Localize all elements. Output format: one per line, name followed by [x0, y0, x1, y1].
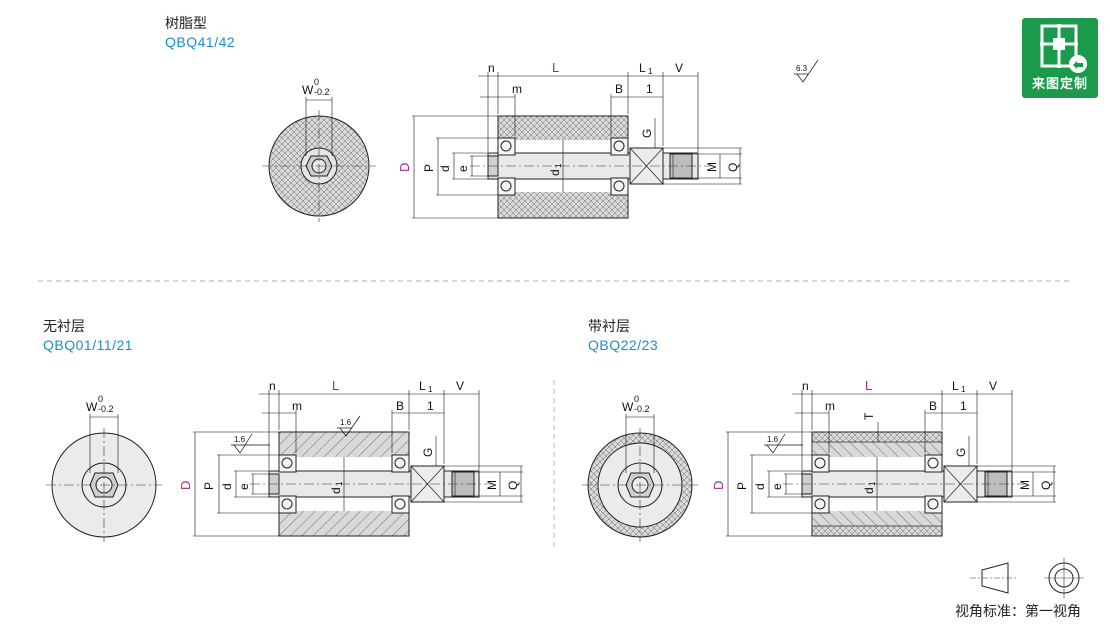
dim-B-2: B [396, 399, 404, 413]
resin-section-view [412, 72, 742, 219]
dim-d: d [438, 165, 452, 172]
dim-D-2: D [178, 481, 193, 490]
dim-L: L [552, 60, 559, 75]
lined-section-view [726, 390, 1056, 537]
no-lining-section-view [193, 390, 523, 537]
dim-B-3: B [929, 399, 937, 413]
dim-V-2: V [456, 379, 464, 393]
dim-M-2: M [485, 480, 499, 490]
dim-L1-sub-2: 1 [428, 385, 433, 394]
dim-e-2: e [237, 483, 251, 490]
dim-T: T [862, 412, 876, 420]
dim-W-sup-3: 0 [634, 394, 639, 404]
dim-G-2: G [421, 448, 435, 457]
dim-d-2: d [220, 483, 234, 490]
dim-n-3: n [802, 379, 809, 393]
dim-W-sub-3: -0.2 [634, 404, 650, 414]
dim-L1-2: L [419, 379, 426, 393]
dim-M-3: M [1018, 480, 1032, 490]
dim-d1-2: d [329, 487, 343, 494]
dim-L1-sub-3: 1 [961, 385, 966, 394]
dim-Q: Q [726, 163, 740, 172]
dim-W-sup-2: 0 [98, 394, 103, 404]
first-angle-projection-icon [970, 558, 1084, 598]
dim-V: V [675, 61, 683, 75]
dim-P: P [422, 164, 436, 172]
dim-L1-sub: 1 [648, 67, 653, 76]
dim-e-3: e [770, 483, 784, 490]
lined-end-view [582, 414, 698, 542]
dim-G-3: G [954, 448, 968, 457]
dim-B: B [615, 82, 623, 96]
dim-W: W [302, 83, 314, 97]
section-code-resin: QBQ41/42 [165, 34, 236, 50]
dim-V-3: V [989, 379, 997, 393]
dim-d1-sub: 1 [554, 163, 563, 168]
dim-m-2: m [292, 399, 302, 413]
section-title-resin: 树脂型 [165, 15, 207, 31]
dim-W-sub: -0.2 [314, 87, 330, 97]
dim-P-3: P [735, 482, 749, 490]
dim-D-3: D [711, 481, 726, 490]
dim-M: M [705, 162, 719, 172]
dim-L-3: L [865, 378, 872, 393]
dim-D: D [397, 163, 412, 172]
blueprint-icon [1040, 24, 1087, 73]
dim-W-2: W [86, 400, 98, 414]
section-code-lined: QBQ22/23 [588, 337, 659, 353]
roughness-16-b: 1.6 [340, 418, 352, 427]
badge-label: 来图定制 [1031, 76, 1088, 91]
section-title-lined: 带衬层 [588, 318, 630, 334]
dim-1: 1 [646, 82, 653, 96]
roughness-63: 6.3 [796, 64, 808, 73]
dim-n-2: n [269, 379, 276, 393]
view-standard-label: 视角标准：第一视角 [955, 603, 1081, 619]
roughness-symbol [794, 59, 819, 83]
dim-d-3: d [753, 483, 767, 490]
dim-d1-sub-2: 1 [335, 481, 344, 486]
dim-n: n [488, 61, 495, 75]
dim-L1: L [639, 61, 646, 75]
section-code-no-lining: QBQ01/11/21 [43, 337, 134, 353]
custom-drawing-button[interactable]: 来图定制 [1022, 18, 1098, 98]
roughness-16-a: 1.6 [234, 435, 246, 444]
dim-W-3: W [622, 400, 634, 414]
dim-W-sup: 0 [314, 77, 319, 87]
dim-d1: d [548, 169, 562, 176]
dim-P-2: P [202, 482, 216, 490]
dim-e: e [456, 165, 470, 172]
dim-m: m [512, 82, 522, 96]
roughness-16-c: 1.6 [767, 435, 779, 444]
dim-d1-3: d [862, 487, 876, 494]
resin-end-view [262, 97, 376, 222]
dim-L-2: L [332, 378, 339, 393]
dim-L1-3: L [952, 379, 959, 393]
section-title-no-lining: 无衬层 [43, 318, 85, 334]
dim-d1-sub-3: 1 [868, 481, 877, 486]
no-lining-end-view [46, 414, 162, 542]
dim-Q-3: Q [1039, 481, 1053, 490]
dim-m-3: m [825, 399, 835, 413]
dim-1-3: 1 [960, 399, 967, 413]
dim-W-sub-2: -0.2 [98, 404, 114, 414]
dim-G: G [640, 129, 654, 138]
dim-Q-2: Q [506, 481, 520, 490]
dim-1-2: 1 [427, 399, 434, 413]
